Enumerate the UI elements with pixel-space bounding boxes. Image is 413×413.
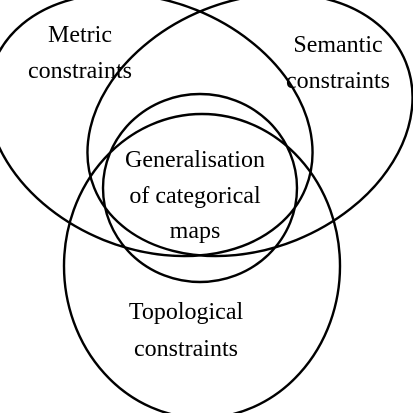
topological-label-line2: constraints (134, 336, 238, 362)
semantic-constraints-ellipse (86, 0, 413, 258)
generalisation-label-line3: maps (170, 218, 221, 244)
generalisation-label-line1: Generalisation (125, 147, 265, 173)
topological-label-line1: Topological (129, 299, 244, 325)
semantic-label-line2: constraints (286, 68, 390, 94)
generalisation-label: Generalisation of categorical maps (125, 147, 265, 244)
metric-constraints-ellipse (0, 0, 314, 258)
topological-constraints-ellipse (62, 112, 342, 413)
metric-label-line1: Metric (48, 22, 112, 48)
topological-constraints-label: Topological constraints (129, 299, 244, 362)
semantic-constraints-label: Semantic constraints (286, 32, 390, 94)
generalisation-circle (101, 92, 299, 284)
metric-label-line2: constraints (28, 58, 132, 84)
generalisation-label-line2: of categorical (129, 183, 261, 209)
semantic-label-line1: Semantic (293, 32, 382, 58)
metric-constraints-label: Metric constraints (28, 22, 132, 84)
